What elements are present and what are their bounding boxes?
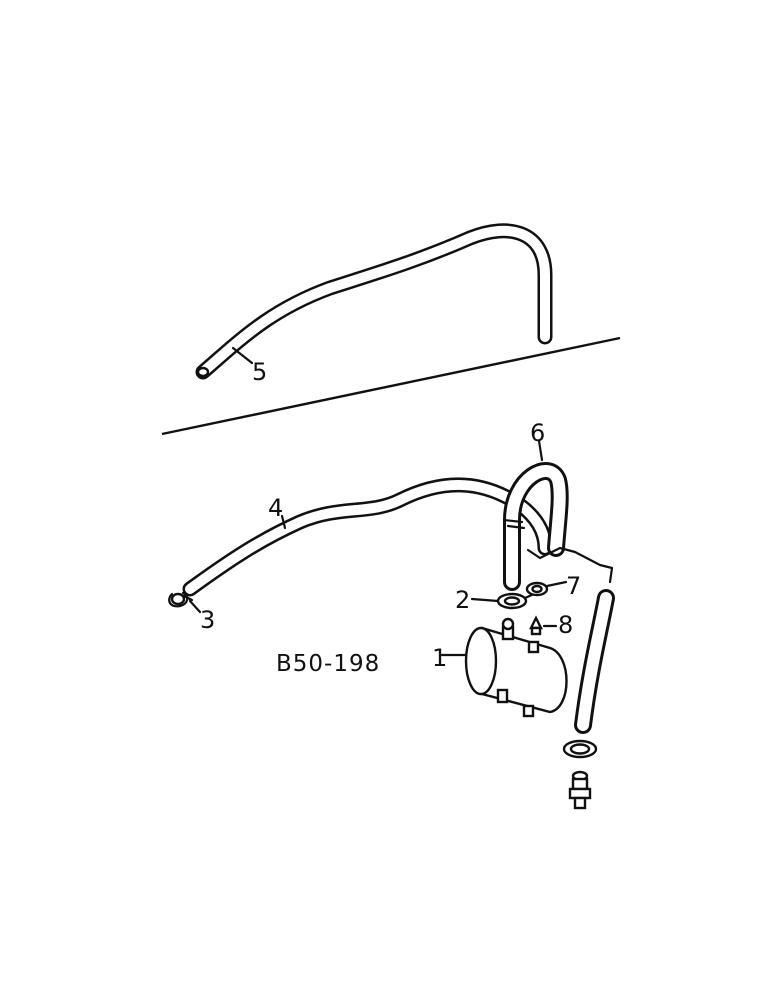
hose-part-5 xyxy=(195,223,553,380)
callout-4: 4 xyxy=(268,494,283,522)
leader-6 xyxy=(537,439,544,462)
valve-part-8 xyxy=(529,615,543,636)
callout-7: 7 xyxy=(566,572,581,600)
leader-7 xyxy=(545,580,568,588)
hose-part-4 xyxy=(182,477,553,597)
fitting-bottom xyxy=(568,770,592,810)
callout-6: 6 xyxy=(530,419,545,447)
leader-3 xyxy=(188,599,202,614)
callout-8: 8 xyxy=(558,611,573,639)
hose-right-short xyxy=(574,589,615,734)
clamp-part-3 xyxy=(168,591,194,608)
callout-1: 1 xyxy=(432,644,447,672)
clamp-part-7 xyxy=(525,581,549,597)
leader-bracket xyxy=(526,546,614,584)
figure-code: B50-198 xyxy=(276,651,380,677)
hose-part-6 xyxy=(502,462,569,591)
leader-2 xyxy=(470,597,500,603)
callout-3: 3 xyxy=(200,606,215,634)
divider-line xyxy=(161,336,621,436)
callout-5: 5 xyxy=(252,358,267,386)
clamp-bottom xyxy=(562,739,598,759)
leader-4 xyxy=(280,514,287,530)
clamp-part-2 xyxy=(496,592,536,610)
tank-part-1 xyxy=(464,617,568,718)
leader-5 xyxy=(231,346,254,365)
callout-2: 2 xyxy=(455,586,470,614)
